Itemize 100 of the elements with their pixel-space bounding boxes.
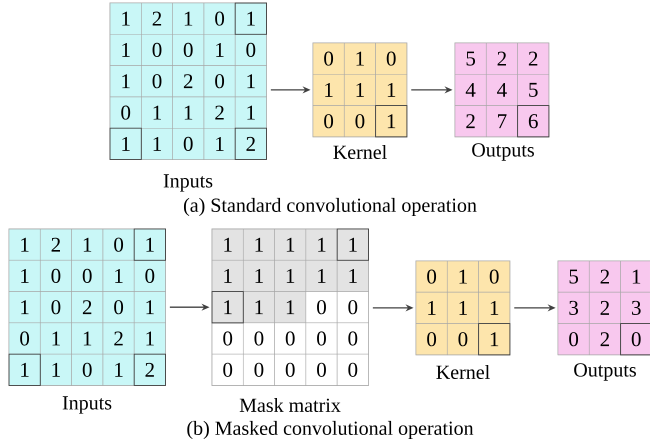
matrix-cell: 0 (40, 291, 72, 324)
matrix-cell: 2 (204, 96, 236, 129)
matrix-cell: 1 (212, 291, 244, 324)
matrix-cell: 1 (344, 42, 376, 75)
matrix-caption: Outputs (472, 143, 534, 161)
matrix-cell: 4 (486, 74, 518, 106)
matrix-cell: 1 (204, 34, 236, 66)
matrix-cell: 0 (204, 2, 236, 35)
matrix-cell: 2 (134, 354, 166, 386)
matrix-cell: 1 (102, 354, 135, 386)
matrix-cell: 0 (110, 96, 142, 129)
matrix-cell: 0 (274, 322, 306, 354)
matrix-cell: 5 (454, 42, 487, 75)
matrix-cell: 0 (8, 322, 41, 354)
matrix-cell: 5 (558, 260, 590, 293)
matrix-cell: 1 (172, 2, 204, 35)
matrix-cell: 1 (141, 128, 173, 160)
figure-caption: (b) Masked convolutional operation (187, 420, 474, 440)
matrix-cell: 0 (558, 323, 590, 356)
matrix-cell: 1 (134, 228, 166, 261)
matrix-cell: 6 (517, 105, 550, 138)
matrix-cell: 0 (478, 260, 510, 293)
matrix-cell: 4 (454, 74, 487, 106)
matrix-cell: 0 (141, 65, 173, 98)
matrix-cell: 1 (242, 228, 275, 261)
matrix-cell: 1 (110, 65, 142, 98)
matrix-cell: 7 (486, 105, 518, 138)
matrix-cell: 1 (141, 96, 173, 129)
matrix-cell: 2 (172, 65, 204, 98)
matrix-cell: 3 (558, 292, 590, 324)
matrix-cell: 0 (71, 260, 104, 292)
matrix-caption: Inputs (62, 396, 112, 414)
matrix-cell: 1 (446, 260, 479, 293)
matrix-cell: 1 (375, 105, 408, 138)
matrix-cell: 1 (274, 291, 306, 324)
matrix-cell: 1 (8, 260, 41, 292)
matrix-cell: 0 (416, 323, 448, 356)
matrix-cell: 1 (134, 322, 166, 354)
matrix-cell: 1 (110, 34, 142, 66)
matrix-cell: 1 (71, 322, 104, 354)
matrix-cell: 0 (306, 291, 338, 324)
matrix-cell: 1 (416, 292, 448, 324)
matrix-cell: 0 (336, 354, 369, 386)
matrix-cell: 1 (312, 74, 345, 106)
matrix-cell: 1 (234, 65, 267, 98)
matrix-cell: 1 (336, 260, 369, 292)
matrix-cell: 0 (102, 228, 135, 261)
matrix-cell: 1 (204, 128, 236, 160)
matrix-cell: 1 (212, 228, 244, 261)
matrix-caption: Kernel (333, 144, 387, 160)
matrix-cell: 0 (102, 291, 135, 324)
matrix-cell: 1 (8, 291, 41, 324)
matrix-cell: 1 (446, 292, 479, 324)
matrix-cell: 0 (141, 34, 173, 66)
matrix-cell: 0 (212, 322, 244, 354)
matrix-cell: 0 (71, 354, 104, 386)
matrix-cell: 1 (306, 260, 338, 292)
matrix-cell: 3 (620, 292, 650, 324)
matrix-cell: 0 (344, 105, 376, 138)
matrix-cell: 2 (517, 42, 550, 75)
matrix-cell: 5 (517, 74, 550, 106)
matrix-cell: 1 (620, 260, 650, 293)
matrix-cell: 1 (40, 354, 72, 386)
matrix-cell: 2 (486, 42, 518, 75)
matrix-cell: 1 (344, 74, 376, 106)
matrix-cell: 0 (306, 322, 338, 354)
matrix-cell: 2 (40, 228, 72, 261)
matrix-cell: 2 (588, 323, 621, 356)
matrix-caption: Outputs (574, 363, 636, 381)
matrix-cell: 1 (8, 354, 41, 386)
matrix-cell: 0 (172, 128, 204, 160)
matrix-cell: 1 (8, 228, 41, 261)
matrix-cell: 2 (454, 105, 487, 138)
matrix-cell: 0 (40, 260, 72, 292)
matrix-cell: 1 (102, 260, 135, 292)
matrix-cell: 2 (141, 2, 173, 35)
matrix-cell: 1 (375, 74, 408, 106)
matrix-cell: 1 (134, 291, 166, 324)
matrix-cell: 0 (234, 34, 267, 66)
matrix-cell: 1 (110, 2, 142, 35)
matrix-cell: 1 (71, 228, 104, 261)
matrix-cell: 2 (102, 322, 135, 354)
matrix-cell: 1 (242, 291, 275, 324)
matrix-cell: 1 (234, 2, 267, 35)
matrix-cell: 0 (312, 105, 345, 138)
matrix-cell: 0 (336, 322, 369, 354)
matrix-cell: 0 (242, 322, 275, 354)
matrix-cell: 1 (234, 96, 267, 129)
matrix-cell: 0 (204, 65, 236, 98)
matrix-cell: 2 (588, 292, 621, 324)
matrix-caption: Inputs (164, 174, 212, 192)
matrix-cell: 0 (212, 354, 244, 386)
matrix-cell: 1 (212, 260, 244, 292)
matrix-cell: 1 (478, 323, 510, 356)
figure-caption: (a) Standard convolutional operation (184, 198, 477, 216)
matrix-cell: 2 (588, 260, 621, 293)
matrix-cell: 1 (274, 260, 306, 292)
matrix-cell: 0 (274, 354, 306, 386)
matrix-caption: Kernel (436, 364, 490, 380)
matrix-cell: 1 (40, 322, 72, 354)
